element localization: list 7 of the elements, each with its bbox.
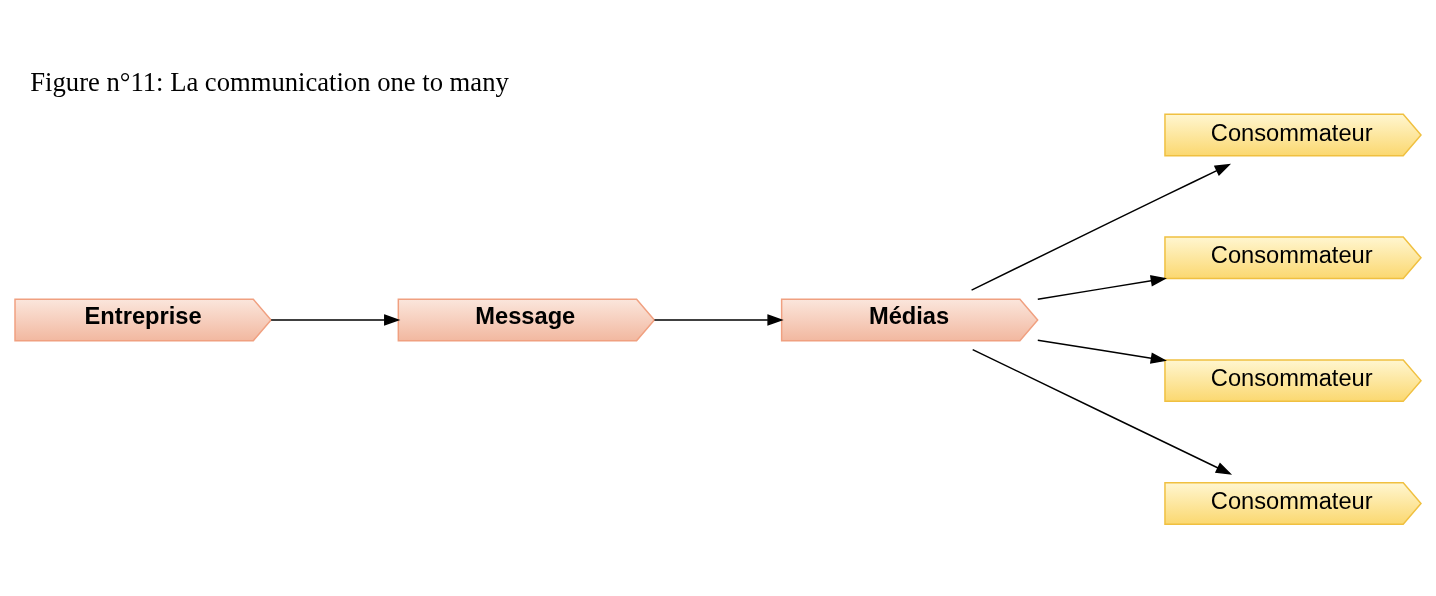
diagram-title: Figure n°11: La communication one to many xyxy=(30,66,509,97)
arrow xyxy=(270,313,401,326)
arrow xyxy=(1037,274,1167,300)
arrow xyxy=(1037,338,1167,364)
arrow xyxy=(971,348,1233,475)
arrow xyxy=(970,163,1232,291)
arrow xyxy=(653,313,784,326)
